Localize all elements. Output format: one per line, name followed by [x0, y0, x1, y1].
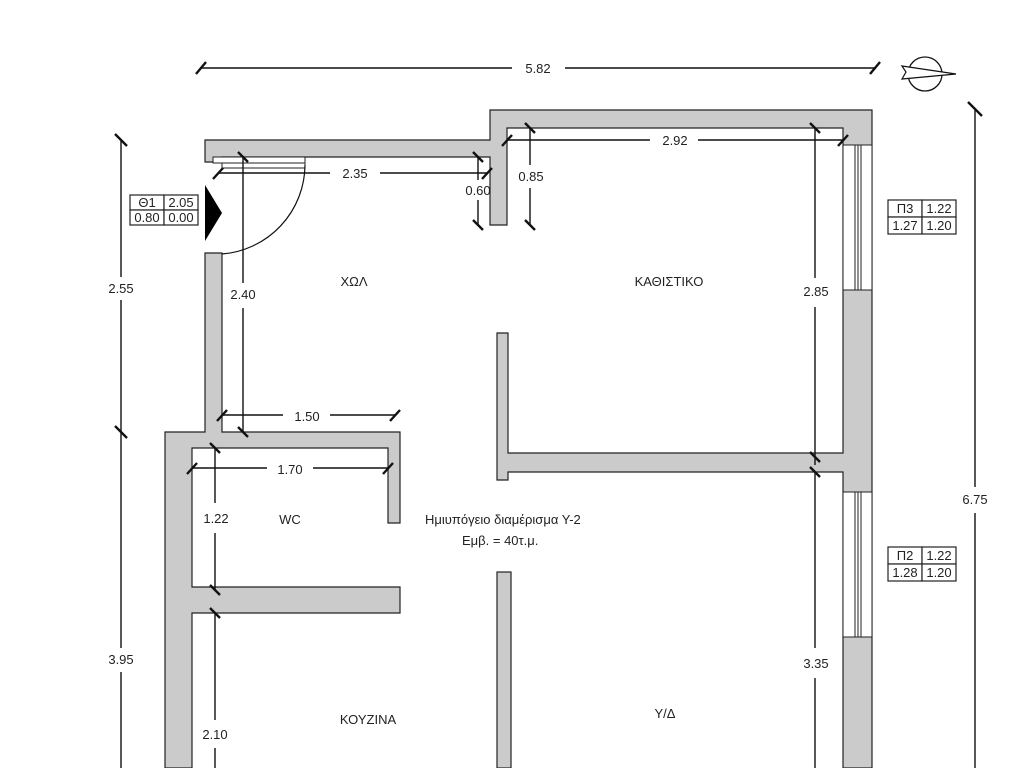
- dim-hall-height: 2.40: [230, 287, 255, 302]
- door-b: 0.00: [168, 210, 193, 225]
- dim-hall-width: 2.35: [342, 166, 367, 181]
- dim-left-lower: 3.95: [108, 652, 133, 667]
- door-width: 2.05: [168, 195, 193, 210]
- door-frame: [212, 156, 306, 164]
- lower-partition: [496, 571, 512, 768]
- window-b: 1.20: [926, 565, 951, 580]
- dim-left-upper: 2.55: [108, 281, 133, 296]
- dim-total-width: 5.82: [525, 61, 550, 76]
- door-a: 0.80: [134, 210, 159, 225]
- dim-wc-height: 1.22: [203, 511, 228, 526]
- dim-bedroom-height: 3.35: [803, 656, 828, 671]
- hall-left-wall: [164, 252, 401, 768]
- door-id: Θ1: [138, 195, 155, 210]
- room-labels: ΧΩΛ ΚΑΘΙΣΤΙΚΟ WC ΚΟΥΖΙΝΑ Υ/Δ Ημιυπόγειο …: [279, 274, 703, 727]
- room-living: ΚΑΘΙΣΤΙΚΟ: [635, 274, 704, 289]
- dim-total-height: 6.75: [962, 492, 987, 507]
- window-a: 1.28: [892, 565, 917, 580]
- window-a: 1.27: [892, 218, 917, 233]
- dimension-labels: 5.82 6.75 2.55 3.95 2.35 0.60 0.85 2.92 …: [108, 61, 987, 742]
- dimension-lines: [114, 61, 983, 768]
- window-b: 1.20: [926, 218, 951, 233]
- window-width: 1.22: [926, 201, 951, 216]
- room-hall: ΧΩΛ: [340, 274, 367, 289]
- room-kitchen: ΚΟΥΖΙΝΑ: [340, 712, 397, 727]
- dim-living-height: 2.85: [803, 284, 828, 299]
- door-swing-arc: [221, 164, 306, 255]
- window-p2-table: Π2 1.22 1.28 1.20: [887, 546, 957, 582]
- window-width: 1.22: [926, 548, 951, 563]
- window-p3-table: Π3 1.22 1.27 1.20: [887, 199, 957, 235]
- walls: [164, 109, 873, 768]
- dim-living-stub: 0.85: [518, 169, 543, 184]
- dim-hall-bottom: 1.50: [294, 409, 319, 424]
- door-frame-inner: [221, 162, 306, 169]
- door-th1-table: Θ1 2.05 0.80 0.00: [129, 194, 199, 226]
- entrance-arrow-icon: [205, 185, 222, 241]
- plan-title: Ημιυπόγειο διαμέρισμα Υ-2: [425, 512, 581, 527]
- window-p3: [842, 144, 873, 291]
- room-wc: WC: [279, 512, 301, 527]
- window-p2: [842, 491, 873, 638]
- plan-area: Εμβ. = 40τ.μ.: [462, 533, 538, 548]
- dim-stub: 0.60: [465, 183, 490, 198]
- room-bedroom: Υ/Δ: [655, 706, 676, 721]
- window-id: Π3: [897, 201, 914, 216]
- window-id: Π2: [897, 548, 914, 563]
- north-arrow-icon: [900, 56, 957, 92]
- dim-living-width: 2.92: [662, 133, 687, 148]
- dim-kitchen-height: 2.10: [202, 727, 227, 742]
- dim-wc-width: 1.70: [277, 462, 302, 477]
